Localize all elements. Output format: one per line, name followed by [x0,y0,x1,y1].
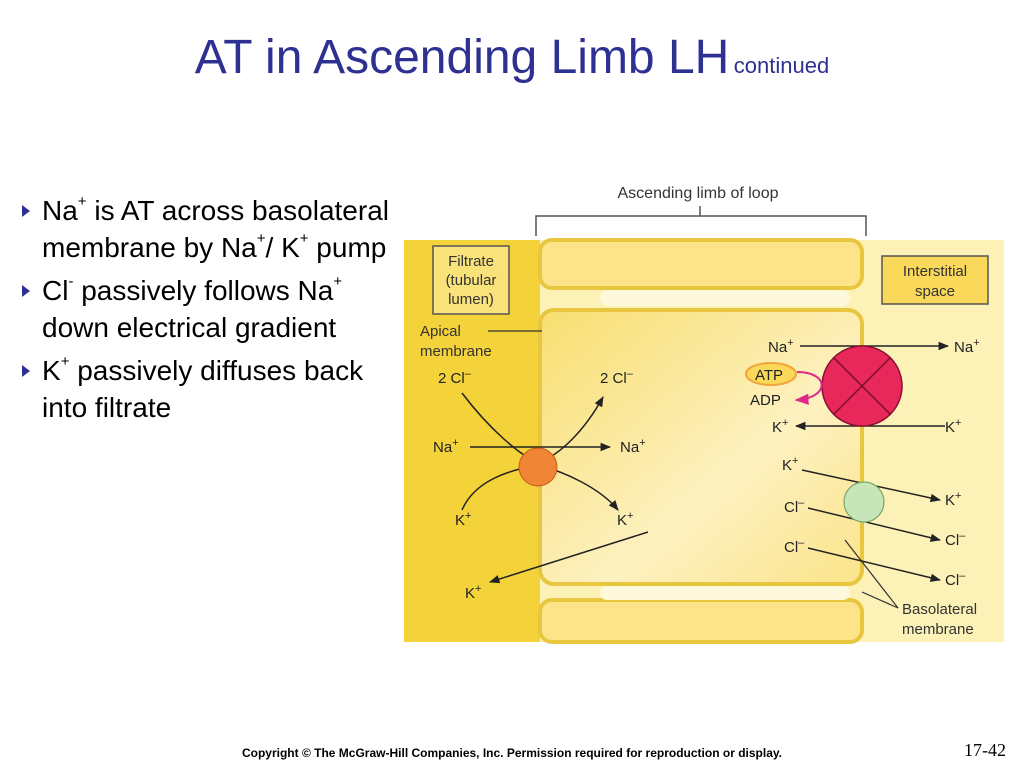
bullet-text: pump [308,232,387,263]
bullet-text: is AT across basolateral membrane by Na [42,195,389,263]
ion-label: Na+ [620,437,646,456]
ion-label: Na+ [768,337,794,356]
ion-label: Cl– [945,530,966,549]
ion-label: K+ [455,510,471,529]
bullet-superscript: + [77,193,87,210]
interstitial-label-box [881,255,989,305]
slide-number: 17-42 [964,740,1006,760]
ion-label: K+ [772,417,788,436]
title-suffix: continued [733,53,830,78]
bullet-list: Na+ is AT across basolateral membrane by… [20,192,390,432]
ascending-limb-diagram: Ascending limb of loop Filtrate (tubular… [404,185,1004,644]
copyright-notice: Copyright © The McGraw-Hill Companies, I… [241,746,783,760]
ion-label: K+ [945,490,961,509]
ion-label: K+ [782,455,798,474]
bracket-label: Ascending limb of loop [618,185,779,202]
slide-title: AT in Ascending Limb LH continued [0,30,1024,85]
interstitial-label: space [915,283,955,300]
apical-label: membrane [420,343,492,360]
bullet-superscript: + [333,273,343,290]
bullet-arrow-icon [22,205,30,217]
cell-top-neighbor [538,238,864,290]
bullet-superscript: + [256,230,266,247]
bullet-item: Cl- passively follows Na+ down electrica… [20,272,390,346]
atp-hydrolysis-arrow [794,371,823,405]
k-leak-arrow [488,531,649,584]
bullet-text: Na [42,195,78,226]
ion-label: Cl– [945,570,966,589]
bullet-item: Na+ is AT across basolateral membrane by… [20,192,390,266]
cl-efflux-arrow [807,507,942,542]
top-gap [600,290,850,306]
bullet-arrow-icon [22,285,30,297]
atp-highlight [745,362,797,386]
cl-efflux-arrow [807,547,942,582]
basolateral-label: membrane [902,621,974,638]
ion-label: K+ [617,510,633,529]
filtrate-label-box [432,245,510,315]
k-cl-channel [843,481,885,523]
bottom-gap [600,586,850,600]
ion-label: Na+ [954,337,980,356]
basolateral-pointer [844,539,899,609]
ion-label: Na+ [433,437,459,456]
cell-bottom-neighbor [538,598,864,644]
na-k-2cl-cotransporter [518,447,558,487]
ion-label: Cl– [784,497,805,516]
ion-label: K+ [465,583,481,602]
pump-cross [833,357,891,415]
filtrate-label: (tubular [446,272,497,289]
bullet-text: passively follows Na [73,275,334,306]
ion-label: K+ [945,417,961,436]
apical-label: Apical [420,323,461,340]
bullet-superscript: - [68,273,74,290]
bracket [535,206,867,236]
ion-label: Cl– [784,537,805,556]
interstitial-label: Interstitial [903,263,967,280]
bullet-text: K [42,355,61,386]
adp-label: ADP [750,392,781,409]
bullet-item: K+ passively diffuses back into filtrate [20,352,390,426]
bullet-arrow-icon [22,365,30,377]
bullet-text: / K [265,232,300,263]
bullet-text: Cl [42,275,69,306]
basolateral-pointer [861,591,899,609]
filtrate-label: lumen) [448,291,494,308]
bullet-superscript: + [60,353,70,370]
title-main: AT in Ascending Limb LH [194,31,730,84]
filtrate-label: Filtrate [448,253,494,270]
ion-label: 2 Cl– [438,368,472,387]
atp-label: ATP [755,367,783,384]
ion-label: 2 Cl– [600,368,634,387]
basolateral-label: Basolateral [902,601,977,618]
bullet-text: passively diffuses back into filtrate [42,355,364,423]
bullet-text: down electrical gradient [42,312,337,343]
bullet-superscript: + [299,230,309,247]
